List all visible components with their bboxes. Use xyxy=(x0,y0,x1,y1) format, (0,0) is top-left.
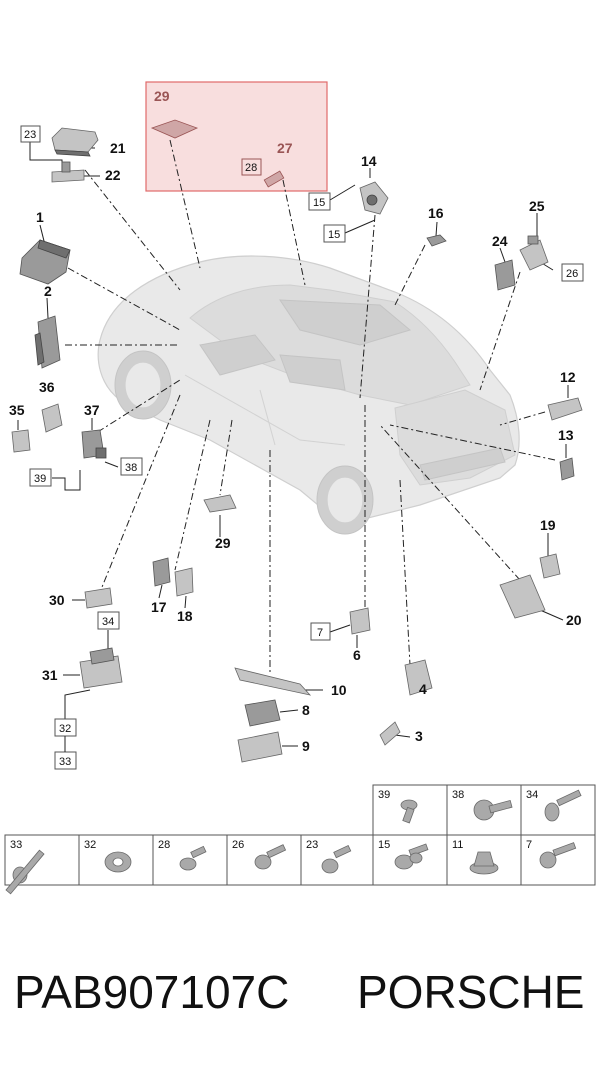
callout-25: 25 xyxy=(529,198,545,214)
brand-name: PORSCHE xyxy=(357,966,585,1018)
fastener-28: 28 xyxy=(158,839,170,851)
screw-28-icon xyxy=(179,845,207,871)
box-15-upper: 15 xyxy=(313,197,325,209)
part-8 xyxy=(244,699,281,727)
long-bolt-33-icon xyxy=(5,849,45,895)
callout-29: 29 xyxy=(215,535,231,551)
part-10-strip xyxy=(234,667,312,696)
footer: PAB907107C PORSCHE xyxy=(0,965,600,1055)
fastener-33: 33 xyxy=(10,839,22,851)
callout-22: 22 xyxy=(105,167,121,183)
callout-21: 21 xyxy=(110,140,126,156)
callout-17: 17 xyxy=(151,599,167,615)
callout-4: 4 xyxy=(419,681,427,697)
part-14-sensor xyxy=(359,181,389,215)
part-18 xyxy=(174,567,194,597)
callout-labels: 21 22 1 2 14 16 25 24 12 13 36 35 37 29 … xyxy=(9,140,582,754)
part-4 xyxy=(404,659,433,696)
callout-8: 8 xyxy=(302,702,310,718)
fastener-32: 32 xyxy=(84,839,96,851)
callout-13: 13 xyxy=(558,427,574,443)
box-15-lower: 15 xyxy=(328,229,340,241)
callout-35: 35 xyxy=(9,402,25,418)
box-7: 7 xyxy=(317,627,323,639)
part-31-bracket xyxy=(79,647,123,689)
part-19 xyxy=(539,553,561,579)
bolt-34-icon xyxy=(544,789,582,822)
washer-32-icon xyxy=(104,851,132,873)
callout-24: 24 xyxy=(492,233,508,249)
callout-29-highlight: 29 xyxy=(154,88,170,104)
box-28-highlight: 28 xyxy=(245,162,257,174)
part-3 xyxy=(379,721,401,746)
part-37-bracket xyxy=(81,429,107,459)
callout-2: 2 xyxy=(44,283,52,299)
callout-30: 30 xyxy=(49,592,65,608)
callout-36: 36 xyxy=(39,379,55,395)
bolt-26-icon xyxy=(254,844,287,870)
highlight-group-29-27-28: 29 27 28 xyxy=(145,81,328,192)
callout-27-highlight: 27 xyxy=(277,140,293,156)
bolt-23-icon xyxy=(321,844,352,874)
part-9-bracket xyxy=(237,731,283,763)
callout-9: 9 xyxy=(302,738,310,754)
part-1-control-unit xyxy=(19,239,71,285)
callout-10: 10 xyxy=(331,682,347,698)
fastener-15: 15 xyxy=(378,839,390,851)
fastener-23: 23 xyxy=(306,839,318,851)
fastener-26: 26 xyxy=(232,839,244,851)
callout-3: 3 xyxy=(415,728,423,744)
box-34: 34 xyxy=(102,616,114,628)
part-code: PAB907107C xyxy=(14,966,290,1018)
fastener-table: 39 38 34 33 32 28 26 23 15 11 7 xyxy=(4,784,596,895)
box-23: 23 xyxy=(24,129,36,141)
vehicle-illustration xyxy=(97,255,520,535)
callout-1: 1 xyxy=(36,209,44,225)
part-36 xyxy=(41,403,63,433)
boxed-callouts: 23 15 15 26 39 38 34 32 33 7 xyxy=(20,125,584,770)
part-20-bracket xyxy=(499,574,546,619)
box-33: 33 xyxy=(59,756,71,768)
box-38: 38 xyxy=(125,462,137,474)
box-26: 26 xyxy=(566,268,578,280)
part-24 xyxy=(494,259,516,291)
part-29-module xyxy=(203,494,237,513)
fastener-34: 34 xyxy=(526,789,538,801)
callout-20: 20 xyxy=(566,612,582,628)
callout-18: 18 xyxy=(177,608,193,624)
part-21 xyxy=(51,127,99,157)
bolt-nut-15-icon xyxy=(394,843,429,870)
callout-31: 31 xyxy=(42,667,58,683)
bolt-38-icon xyxy=(473,799,513,821)
part-16 xyxy=(426,234,447,247)
part-12 xyxy=(547,397,583,421)
part-25 xyxy=(519,235,549,271)
fastener-38: 38 xyxy=(452,789,464,801)
fastener-11: 11 xyxy=(452,839,463,851)
part-13 xyxy=(559,457,575,481)
part-6 xyxy=(349,607,371,635)
callout-37: 37 xyxy=(84,402,100,418)
callout-19: 19 xyxy=(540,517,556,533)
part-2-module xyxy=(34,315,61,369)
screw-39-icon xyxy=(400,799,418,824)
box-32: 32 xyxy=(59,723,71,735)
part-22-bracket xyxy=(51,161,85,183)
callout-16: 16 xyxy=(428,205,444,221)
fastener-39: 39 xyxy=(378,789,390,801)
callout-12: 12 xyxy=(560,369,576,385)
part-17 xyxy=(152,557,171,587)
parts-diagram: 29 27 28 xyxy=(4,81,596,895)
part-30 xyxy=(84,587,113,609)
callout-14: 14 xyxy=(361,153,377,169)
clip-7-icon xyxy=(539,842,577,869)
box-39: 39 xyxy=(34,473,46,485)
nut-11-icon xyxy=(469,851,499,875)
callout-6: 6 xyxy=(353,647,361,663)
fastener-7: 7 xyxy=(526,839,532,851)
part-35 xyxy=(11,429,31,453)
